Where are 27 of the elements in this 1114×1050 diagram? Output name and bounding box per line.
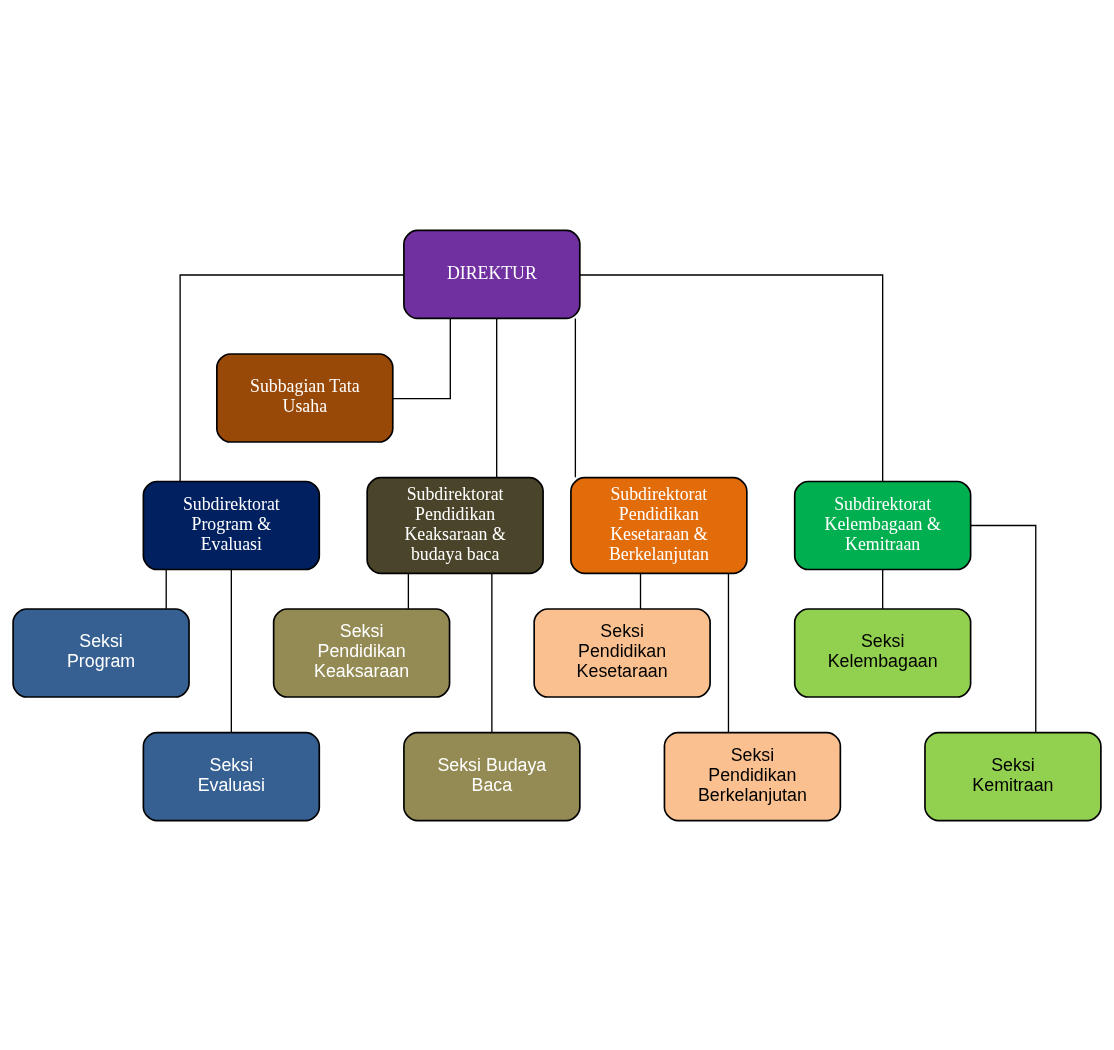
node-box: Seksi Pendidikan Berkelanjutan xyxy=(663,731,842,821)
node-box: Subbagian Tata Usaha xyxy=(216,352,394,443)
node-box: Subdirektorat Pendidikan Kesetaraan & Berkelanjutan xyxy=(570,476,748,574)
node-box: Subdirektorat Program & Evaluasi xyxy=(142,480,321,570)
node-box: Seksi Evaluasi xyxy=(142,731,321,821)
connector xyxy=(491,572,493,733)
connector xyxy=(407,572,410,610)
connector xyxy=(496,317,498,478)
connector xyxy=(639,572,642,610)
node-box: Seksi Kelembagaan xyxy=(793,607,972,698)
connector xyxy=(727,572,730,733)
node-box: Seksi Budaya Baca xyxy=(403,731,581,821)
node-box: Subdirektorat Pendidikan Keaksaraan & budaya baca xyxy=(366,476,544,574)
node-box: Seksi Pendidikan Keaksaraan xyxy=(272,607,451,698)
connector xyxy=(970,524,1037,733)
node-box: Seksi Kemitraan xyxy=(924,731,1102,821)
connector xyxy=(179,273,405,482)
connector xyxy=(392,317,451,399)
node-box: Seksi Program xyxy=(12,607,190,698)
connector xyxy=(579,273,884,482)
connector xyxy=(165,568,167,609)
connector xyxy=(882,568,884,609)
connector xyxy=(230,568,232,733)
node-box: Subdirektorat Kelembagaan & Kemitraan xyxy=(793,480,972,570)
node-box: DIREKTUR xyxy=(403,229,581,319)
connector xyxy=(574,317,577,478)
node-box: Seksi Pendidikan Kesetaraan xyxy=(533,607,711,698)
